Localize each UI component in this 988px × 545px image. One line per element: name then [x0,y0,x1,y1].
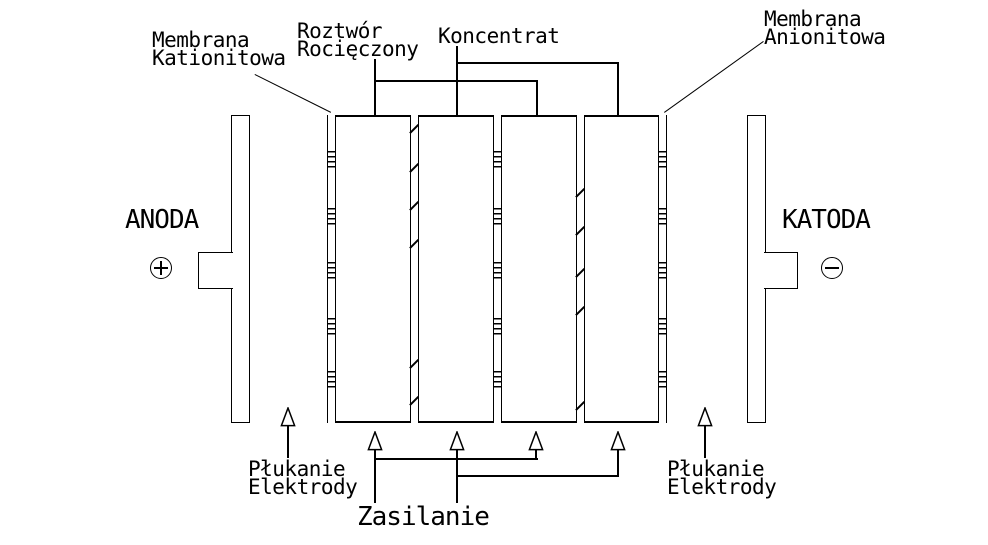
feed-arrow-up-icon-4 [610,429,626,451]
rinse-left-arrow-up-icon [280,405,296,427]
rinse-right-label-line1: Płukanie [667,457,765,481]
cation-membrane-1 [327,115,336,423]
cation-membrane-label-line1: Membrana [152,28,250,52]
anion-membrane-1 [409,115,419,423]
cation-hatch-ticks [659,371,666,388]
plus-circle-icon [150,257,172,279]
anion-hatch-slash [409,123,419,134]
anion-hatch-slash [575,225,585,236]
diluate-label-line2: Rocięczony [297,37,419,61]
cation-hatch-ticks [328,371,335,388]
concentrate-pipe-vertical-1 [456,46,458,115]
concentrate-pipe-vertical-2 [617,62,619,115]
rinse-left-label-line1: Płukanie [248,457,346,481]
cation-hatch-ticks [494,262,501,279]
anion-hatch-slash [575,400,585,411]
feed-pipe-vertical-1 [374,450,376,503]
cation-hatch-ticks [328,262,335,279]
feed-pipe-stub-3 [535,449,537,459]
diluate-pipe-vertical-2 [536,80,538,115]
anion-hatch-slash [575,187,585,198]
rinse-right-pipe-vertical [704,426,706,458]
anion-membrane-2 [575,115,585,423]
diluate-pipe-vertical-1 [374,59,376,115]
anion-hatch-slash [409,358,419,369]
concentrate-pipe-horizontal [456,62,619,64]
anion-hatch-slash [409,162,419,173]
cation-hatch-ticks [659,318,666,335]
cation-membrane-leader-line [254,74,332,114]
feed-pipe-horizontal-1 [374,458,538,460]
concentrate-label: Koncentrat [438,24,560,48]
anode-electrode-bar [231,115,250,423]
feed-pipe-stub-4 [617,449,619,476]
anion-hatch-slash [575,305,585,316]
minus-icon-horizontal [825,267,839,269]
feed-label: Zasilanie [357,502,490,532]
cation-hatch-ticks [494,208,501,225]
cathode-label: KATODA [782,205,871,235]
cation-hatch-ticks [328,318,335,335]
anion-membrane-label-line2: Anionitowa [764,25,886,49]
diluate-label-line1: Roztwór [297,19,383,43]
rinse-right-arrow-up-icon [697,405,713,427]
anode-electrode-tab [198,252,233,289]
anion-hatch-slash [575,267,585,278]
cation-hatch-ticks [659,151,666,168]
plus-icon-vertical [160,261,162,275]
anion-hatch-slash [409,238,419,249]
cation-hatch-ticks [659,262,666,279]
cation-membrane-2 [493,115,502,423]
cation-hatch-ticks [494,151,501,168]
cation-hatch-ticks [328,208,335,225]
rinse-left-label-line2: Elektrody [248,475,358,499]
anion-membrane-label-line1: Membrana [764,7,862,31]
cation-hatch-ticks [659,208,666,225]
minus-circle-icon [821,257,843,279]
cation-membrane-3 [658,115,667,423]
cation-hatch-ticks [494,318,501,335]
cation-membrane-label-line2: Kationitowa [152,46,286,70]
feed-pipe-horizontal-2 [456,475,619,477]
cathode-electrode-tab [764,252,798,289]
feed-arrow-up-icon-2 [449,429,465,451]
anion-membrane-leader-line [664,40,765,114]
anion-hatch-slash [409,395,419,406]
rinse-left-pipe-vertical [287,426,289,458]
anion-hatch-slash [409,200,419,211]
feed-arrow-up-icon-3 [528,429,544,451]
cation-hatch-ticks [328,151,335,168]
anode-label: ANODA [125,205,199,235]
feed-arrow-up-icon-1 [367,429,383,451]
cation-hatch-ticks [494,371,501,388]
rinse-right-label-line2: Elektrody [667,475,777,499]
